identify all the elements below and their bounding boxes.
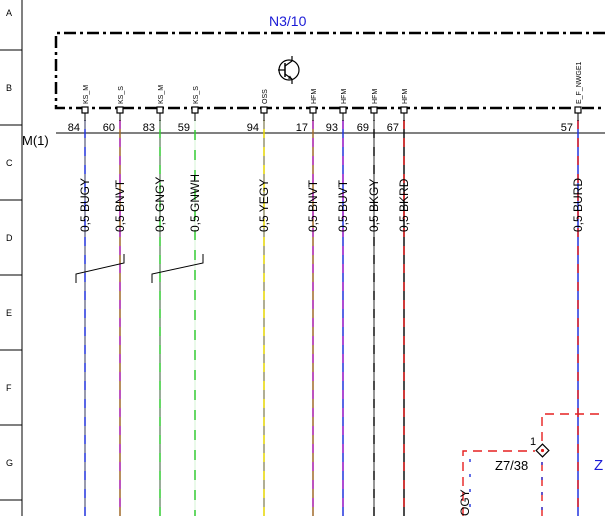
wire-label-94: 0,5 YEGY <box>257 179 271 232</box>
row-letter-a: A <box>6 8 12 18</box>
wire-label-partial: OGY <box>458 489 472 516</box>
pin-name-94: OSS <box>262 89 269 104</box>
pin-terminal-59 <box>191 106 199 114</box>
row-letter-g: G <box>6 458 13 468</box>
wire-label-69: 0,5 BKGY <box>367 179 381 232</box>
pin-number-83: 83 <box>143 122 155 134</box>
pin-terminal-94 <box>260 106 268 114</box>
wire-label-93: 0,5 BUVT <box>336 179 350 232</box>
pin-name-67: HFM <box>402 89 409 104</box>
shield-bracket-left <box>75 254 125 283</box>
row-letter-c: C <box>6 158 13 168</box>
connector-label-partial: Z <box>594 457 603 474</box>
wire-label-83: 0,5 GNGY <box>153 177 167 232</box>
row-letter-b: B <box>6 83 12 93</box>
bus-label: M(1) <box>22 133 49 148</box>
connector-pin-number: 1 <box>530 436 536 448</box>
component-title: N3/10 <box>269 13 307 29</box>
wire-label-17: 0,5 BNVT <box>306 179 320 232</box>
pin-number-57: 57 <box>561 122 573 134</box>
pin-number-67: 67 <box>387 122 399 134</box>
transistor-icon <box>278 56 300 84</box>
connector-diamond-icon <box>535 443 550 458</box>
pin-terminal-17 <box>309 106 317 114</box>
wire-group: KS_M 84 0,5 BUGY KS_S 60 0,5 BNVT KS_M 83 0,5 GN… <box>68 61 585 516</box>
pin-number-60: 60 <box>103 122 115 134</box>
wire-label-59: 0,5 GNWH <box>188 174 202 232</box>
row-letter-f: F <box>6 383 12 393</box>
pin-terminal-67 <box>400 106 408 114</box>
pin-name-84: KS_M <box>83 85 90 104</box>
shield-bracket-right <box>151 254 204 283</box>
wire-label-67: 0,5 BKRD <box>397 178 411 232</box>
pin-terminal-93 <box>339 106 347 114</box>
pin-terminal-84 <box>81 106 89 114</box>
pin-terminal-57 <box>574 106 582 114</box>
pin-number-93: 93 <box>326 122 338 134</box>
pin-name-93: HFM <box>341 89 348 104</box>
pin-terminal-60 <box>116 106 124 114</box>
pin-name-59: KS_S <box>193 86 200 104</box>
pin-name-60: KS_S <box>118 86 125 104</box>
control-unit-box <box>54 31 605 110</box>
pin-name-57: E_F_NWGE1 <box>576 61 583 104</box>
pin-number-84: 84 <box>68 122 80 134</box>
wire-label-57: 0,5 BURD <box>571 178 585 232</box>
pin-number-69: 69 <box>357 122 369 134</box>
pin-name-83: KS_M <box>158 85 165 104</box>
connector-area <box>462 413 605 516</box>
pin-number-59: 59 <box>178 122 190 134</box>
wire-label-84: 0,5 BUGY <box>78 178 92 232</box>
pin-terminal-83 <box>156 106 164 114</box>
row-ruler: A B C D E F G <box>0 0 23 516</box>
pin-number-17: 17 <box>296 122 308 134</box>
connector-label: Z7/38 <box>495 458 528 473</box>
row-letter-e: E <box>6 308 12 318</box>
pin-number-94: 94 <box>247 122 259 134</box>
row-letter-d: D <box>6 233 13 243</box>
pin-terminal-69 <box>370 106 378 114</box>
wire-label-60: 0,5 BNVT <box>113 179 127 232</box>
pin-name-69: HFM <box>372 89 379 104</box>
pin-name-17: HFM <box>311 89 318 104</box>
